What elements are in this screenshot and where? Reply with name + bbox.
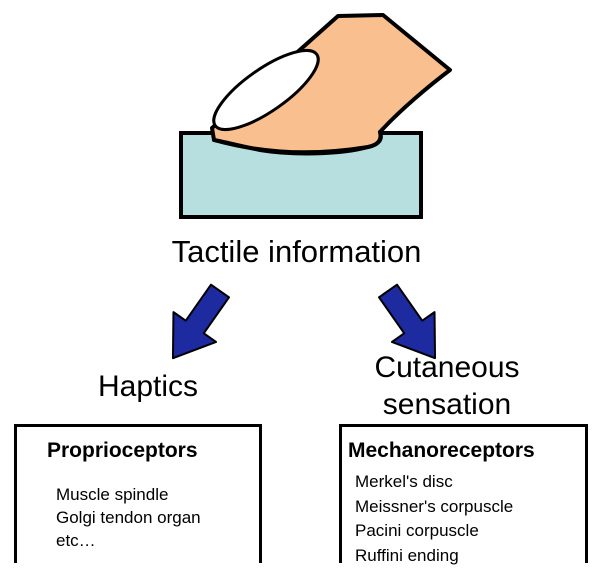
haptics-label: Haptics [98, 372, 198, 402]
list-item: Meissner's corpuscle [355, 495, 513, 520]
proprioceptors-list: Muscle spindle Golgi tendon organ etc… [56, 483, 201, 552]
diagram-title: Tactile information [0, 236, 593, 267]
list-item: Ruffini ending [355, 544, 513, 568]
cutaneous-label-line-2: sensation [352, 386, 542, 423]
arrow-down-left-icon [152, 276, 242, 373]
cutaneous-sensation-label: Cutaneous sensation [352, 349, 542, 423]
list-item: Muscle spindle [56, 483, 201, 506]
list-item: Merkel's disc [355, 470, 513, 495]
proprioceptors-heading: Proprioceptors [47, 439, 198, 463]
list-item: Golgi tendon organ [56, 506, 201, 529]
mechanoreceptors-box: Mechanoreceptors Merkel's disc Meissner'… [339, 424, 588, 563]
list-item: etc… [56, 529, 201, 552]
proprioceptors-box: Proprioceptors Muscle spindle Golgi tend… [14, 424, 262, 563]
cutaneous-label-line-1: Cutaneous [352, 349, 542, 386]
mechanoreceptors-list: Merkel's disc Meissner's corpuscle Pacin… [355, 470, 513, 568]
list-item: Pacini corpuscle [355, 519, 513, 544]
mechanoreceptors-heading: Mechanoreceptors [348, 439, 535, 463]
